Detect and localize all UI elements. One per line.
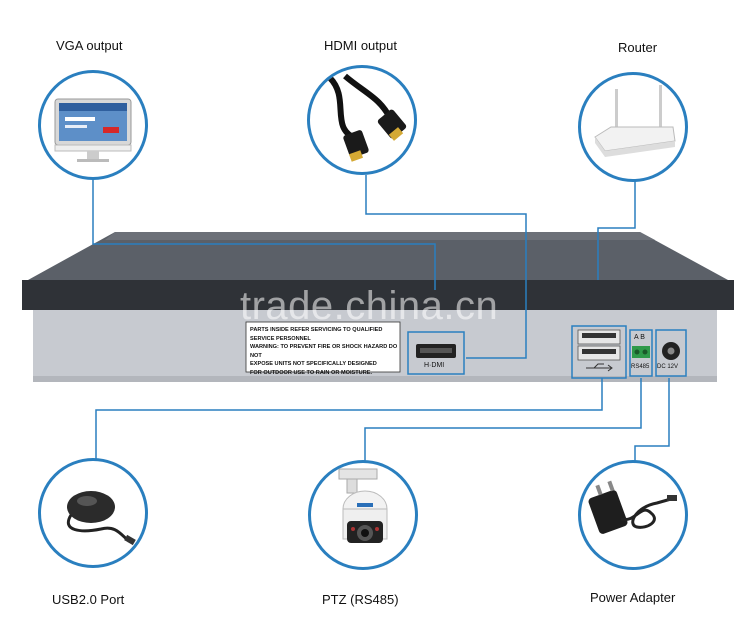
nvr-top-highlight — [105, 232, 655, 240]
rs485-label: RS485 — [631, 364, 650, 370]
rs485-ab-label: A B — [634, 334, 645, 341]
watermark-text: trade.china.cn — [240, 284, 499, 328]
warning-line-4: EXPOSE UNITS NOT SPECIFICALLY DESIGNED — [250, 361, 377, 368]
usb-mouse-circle — [38, 458, 148, 568]
ptz-camera-icon — [338, 468, 388, 543]
ptz-label: PTZ (RS485) — [322, 592, 399, 607]
hdmi-cable-circle — [307, 65, 417, 175]
warning-label — [245, 321, 401, 373]
power-adapter-label: Power Adapter — [590, 590, 676, 605]
router-circle — [578, 72, 688, 182]
usb-wire — [95, 378, 603, 464]
router-label: Router — [618, 40, 658, 55]
hdmi-port-label: H·DMI — [424, 362, 445, 369]
vga-wire — [92, 178, 436, 290]
router-wire — [597, 180, 636, 280]
nvr-front-band — [22, 280, 734, 310]
hdmi-port-frame — [407, 331, 465, 375]
mouse-icon — [67, 491, 136, 546]
power-adapter-circle — [578, 460, 688, 570]
warning-line-5: FOR OUTDOOR USE TO RAIN OR MOISTURE. — [250, 369, 373, 376]
hdmi-output-label: HDMI output — [324, 38, 397, 53]
vga-monitor-circle — [38, 70, 148, 180]
rs485-terminal — [632, 346, 650, 358]
hdmi-wire — [365, 175, 527, 359]
usb-symbol-icon — [586, 363, 613, 372]
dc-jack-frame — [655, 329, 687, 377]
warning-line-1: PARTS INSIDE REFER SERVICING TO QUALIFIE… — [250, 327, 383, 333]
ptz-wire — [364, 378, 642, 466]
warning-line-3: WARNING: TO PREVENT FIRE OR SHOCK HAZARD… — [250, 344, 398, 359]
rs485-frame — [629, 329, 653, 377]
router-icon — [594, 85, 676, 157]
vga-output-label: VGA output — [56, 38, 123, 53]
usb-port-frame — [571, 325, 627, 379]
warning-line-2: SERVICE PERSONNEL — [250, 335, 311, 342]
ptz-camera-circle — [308, 460, 418, 570]
power-wire — [634, 378, 670, 466]
warning-text: PARTS INSIDE REFER SERVICING TO QUALIFIE… — [250, 326, 398, 378]
dc-12v-label: DC 12V — [657, 364, 679, 370]
usb-port-label: USB2.0 Port — [52, 592, 125, 607]
power-adapter-icon — [588, 480, 677, 534]
monitor-icon — [54, 98, 132, 162]
hdmi-cable-icon — [327, 73, 407, 162]
